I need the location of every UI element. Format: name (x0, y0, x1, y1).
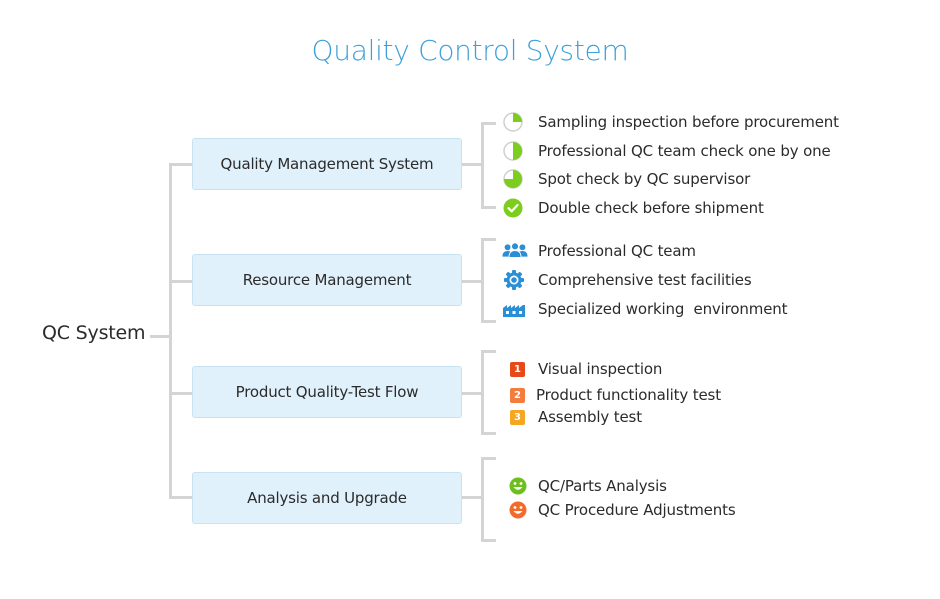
list-item: 2 Product functionality test (502, 383, 721, 407)
number-2-icon: 2 (502, 384, 528, 406)
number-badge: 3 (510, 409, 525, 425)
list-item: Specialized working environment (502, 297, 788, 321)
item-text: Spot check by QC supervisor (538, 170, 751, 188)
item-text: QC Procedure Adjustments (538, 501, 736, 519)
list-item: Professional QC team (502, 239, 696, 263)
check-circle-icon (502, 197, 528, 219)
item-text: Double check before shipment (538, 199, 764, 217)
root-connector (150, 335, 170, 338)
branch-resource-management: Resource Management (192, 254, 462, 306)
list-item: QC Procedure Adjustments (502, 498, 736, 522)
list-item: 3 Assembly test (502, 405, 642, 429)
bracket-cap (481, 457, 496, 460)
bracket-spine (481, 122, 484, 209)
bracket-cap (481, 238, 496, 241)
number-badge: 2 (510, 387, 525, 403)
item-text: Professional QC team check one by one (538, 142, 831, 160)
branch-analysis-and-upgrade: Analysis and Upgrade (192, 472, 462, 524)
item-text: QC/Parts Analysis (538, 477, 667, 495)
bracket-connector (462, 280, 482, 283)
pie-three-quarter-icon (502, 168, 528, 190)
diagram-title: Quality Control System (311, 34, 629, 67)
bracket-connector (462, 163, 482, 166)
pie-quarter-icon (502, 111, 528, 133)
branch-connector (169, 496, 192, 499)
bracket-cap (481, 350, 496, 353)
factory-icon (502, 298, 528, 320)
bracket-cap (481, 122, 496, 125)
item-text: Visual inspection (538, 360, 663, 378)
number-1-icon: 1 (502, 358, 528, 380)
bracket-cap (481, 432, 496, 435)
branch-quality-management-system: Quality Management System (192, 138, 462, 190)
bracket-cap (481, 320, 496, 323)
item-text: Product functionality test (536, 386, 721, 404)
branch-product-quality-test-flow: Product Quality-Test Flow (192, 366, 462, 418)
list-item: Spot check by QC supervisor (502, 167, 750, 191)
list-item: Double check before shipment (502, 196, 764, 220)
bracket-connector (462, 496, 482, 499)
bracket-spine (481, 457, 484, 542)
bracket-spine (481, 238, 484, 323)
bracket-connector (462, 392, 482, 395)
root-node: QC System (42, 322, 146, 344)
list-item: Comprehensive test facilities (502, 268, 752, 292)
smiley-green-icon (502, 475, 528, 497)
bracket-cap (481, 539, 496, 542)
gear-icon (502, 269, 528, 291)
branch-connector (169, 392, 192, 395)
list-item: Professional QC team check one by one (502, 139, 831, 163)
list-item: 1 Visual inspection (502, 357, 662, 381)
list-item: Sampling inspection before procurement (502, 110, 839, 134)
item-text: Specialized working environment (538, 300, 788, 318)
branch-connector (169, 163, 192, 166)
main-trunk (169, 163, 172, 498)
pie-half-icon (502, 140, 528, 162)
number-3-icon: 3 (502, 406, 528, 428)
smiley-orange-icon (502, 499, 528, 521)
item-text: Assembly test (538, 408, 642, 426)
item-text: Sampling inspection before procurement (538, 113, 839, 131)
number-badge: 1 (510, 361, 525, 377)
list-item: QC/Parts Analysis (502, 474, 667, 498)
item-text: Comprehensive test facilities (538, 271, 752, 289)
branch-connector (169, 280, 192, 283)
bracket-cap (481, 206, 496, 209)
team-icon (502, 240, 528, 262)
bracket-spine (481, 350, 484, 435)
item-text: Professional QC team (538, 242, 696, 260)
